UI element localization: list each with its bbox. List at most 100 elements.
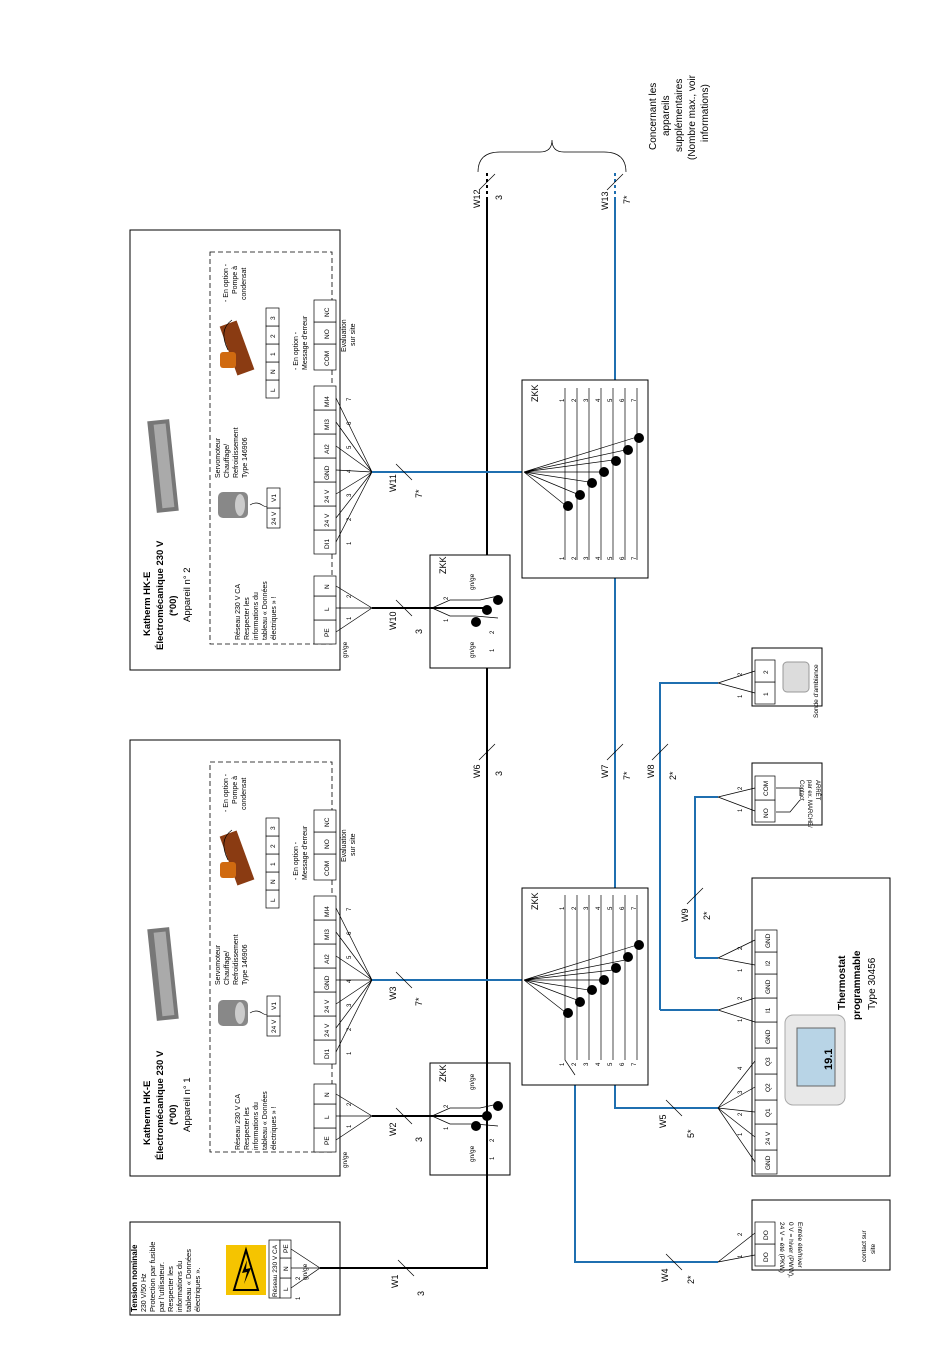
zkk-small-2-wire-left: gn/ge: [469, 641, 476, 658]
device-1-mains-note-4: électriques » !: [271, 1106, 278, 1150]
device-1-pump-term-4: 3: [270, 826, 277, 830]
label-w11: W11: [388, 474, 398, 492]
label-w1-count: 3: [416, 1291, 426, 1296]
zkk-big-1-top-1: 1: [560, 906, 566, 910]
device-2-ctrl-0: DI1: [324, 539, 331, 550]
zkk-small-2-pin-2: 2: [490, 630, 496, 634]
wire-w4: [574, 1085, 718, 1263]
supply-title: Tension nominale: [130, 1244, 139, 1312]
zkk-big-1-bot-3: 3: [584, 1062, 590, 1066]
device-1-mains-note-0: Réseau 230 V CA: [235, 1094, 242, 1150]
zkk-big-2-bot-7: 7: [632, 556, 638, 560]
thermostat-display-value: 19.1: [823, 1049, 835, 1070]
zkk-big-2-top-7: 7: [632, 398, 638, 402]
thermostat-term-6: I1: [765, 1007, 772, 1013]
device-1-err-term-1: NO: [324, 839, 331, 849]
device-2-mains-note-1: Respecter les: [244, 597, 251, 640]
device-1-ctrl-3: GND: [324, 975, 331, 990]
zkk-big-2-bot-2: 2: [572, 556, 578, 560]
wire-w1: [320, 1155, 488, 1269]
device-1-terminal-N: N: [324, 1092, 331, 1097]
zkk-big-1: ZKK 1 2 3 4 5 6 7 1 2 3 4 5 6 7: [521, 887, 649, 1086]
extra-note-3: (Nombre max., voir: [687, 74, 698, 160]
label-w10-count: 3: [414, 629, 424, 634]
device-2-err-0: - En option -: [293, 331, 300, 370]
device-1-servo-0: Servomoteur: [215, 944, 222, 985]
label-w5: W5: [658, 1115, 668, 1129]
zkk-small-1: ZKK gn/ge gn/ge 1 2 1 2: [429, 1062, 511, 1176]
zkk-big-1-top-4: 4: [596, 906, 602, 910]
label-w8-count: 2*: [668, 771, 678, 780]
label-w12-count: 3: [494, 195, 504, 200]
zkk-big-1-bot-6: 6: [620, 1062, 626, 1066]
device-2-servo-term-1: V1: [271, 494, 278, 502]
supply-line-4: informations du: [175, 1261, 184, 1312]
label-w1: W1: [390, 1275, 400, 1289]
zkk-big-2-top-6: 6: [620, 398, 626, 402]
device-1: Katherm HK-E Électromécanique 230 V (*00…: [129, 739, 373, 1177]
device-1-pump-terminals: L N 1 2 3: [265, 817, 280, 909]
device-1-error-terminals: COM NO NC: [313, 809, 337, 881]
summer-winter-contact-box: DO DO Entrée été/hiver 0 V = hiver (PWW)…: [717, 1199, 891, 1278]
supply-line-6: électriques ».: [193, 1267, 202, 1312]
thermostat-device-icon: 19.1: [784, 1014, 846, 1106]
device-2-pump-term-1: N: [270, 369, 277, 374]
device-1-eval-0: Évaluation: [339, 829, 348, 862]
sensor-label: Sonde d'ambiance: [813, 664, 820, 718]
wire-labels: W1 3 W2 3 W3 7* W10 3 W11 7* W6 3 W12 3 …: [388, 173, 712, 1296]
device-1-ctrl-0: DI1: [324, 1049, 331, 1060]
device-2-eval-1: sur site: [350, 323, 357, 346]
device-1-title-3: (*00): [168, 1104, 179, 1125]
zkk-small-2-wire-right: gn/ge: [469, 573, 476, 590]
extra-note-2: supplémentaires: [674, 79, 685, 152]
brace-icon: [477, 139, 627, 173]
zkk-big-1-top-7: 7: [632, 906, 638, 910]
device-1-mains-note-2: informations du: [253, 1102, 260, 1150]
device-1-ctrl-num-6: 7: [347, 907, 353, 911]
device-2-pump-2: condensat: [241, 268, 248, 300]
label-w12: W12: [472, 189, 482, 208]
device-1-ctrl-2: 24 V: [324, 999, 331, 1013]
label-w4: W4: [660, 1269, 670, 1283]
zkk-big-1-bot-7: 7: [632, 1062, 638, 1066]
device-1-ctrl-num-2: 3: [347, 1003, 353, 1007]
zkk-big-1-top-6: 6: [620, 906, 626, 910]
supply-box: Tension nominale 230 V/50 Hz Protection …: [129, 1221, 341, 1316]
zkk-big-2-bot-3: 3: [584, 556, 590, 560]
zkk-big-2-top-4: 4: [596, 398, 602, 402]
device-1-pump-term-0: L: [270, 898, 277, 902]
device-2-wire-num-1: 1: [347, 616, 353, 620]
thermostat-i2-num-2: 2: [738, 946, 744, 950]
label-w11-count: 7*: [414, 489, 424, 498]
extra-note-4: informations): [700, 84, 711, 142]
zkk-big-1-bot-1: 1: [560, 1062, 566, 1066]
zkk-small-2-pin-1: 1: [490, 648, 496, 652]
supply-terminal-label: Réseau 230 V CA: [272, 1244, 279, 1297]
zkk-big-2-top-3: 3: [584, 398, 590, 402]
condensate-pump-icon: [219, 829, 255, 886]
device-2-pump-term-4: 3: [270, 316, 277, 320]
device-2-ctrl-num-5: 6: [347, 421, 353, 425]
sensor-num-2: 2: [738, 672, 744, 676]
supply-wire-num-2: 2: [296, 1276, 302, 1280]
room-sensor-icon: [782, 661, 810, 693]
device-2-wire-color: gn/ge: [342, 641, 349, 658]
device-2-ctrl-num-1: 2: [347, 517, 353, 521]
zkk-big-1-top-2: 2: [572, 906, 578, 910]
label-w13: W13: [600, 191, 610, 210]
contact-label-2: 0 V = hiver (PWW),: [787, 1222, 794, 1278]
device-2-pump-term-2: 1: [270, 352, 277, 356]
label-w8: W8: [646, 765, 656, 779]
switch-term-1: COM: [763, 781, 770, 796]
switch-label-1: par ex. MARCHE/: [806, 780, 812, 828]
device-1-err-0: - En option -: [293, 841, 300, 880]
supply-terminal-PE: PE: [283, 1244, 290, 1253]
device-1-pump-1: Pompe à: [232, 776, 239, 804]
on-off-contact-box: NO COM Contact par ex. MARCHE/ ARRÊT 1 2: [717, 762, 823, 828]
thermostat-i2-num-1: 1: [738, 968, 744, 972]
device-2-err-term-2: NC: [324, 307, 331, 317]
zkk-big-2-bot-4: 4: [596, 556, 602, 560]
device-1-pump-term-3: 2: [270, 844, 277, 848]
device-1-pump-2: condensat: [241, 778, 248, 810]
thermostat-term-0: GND: [765, 1155, 772, 1170]
